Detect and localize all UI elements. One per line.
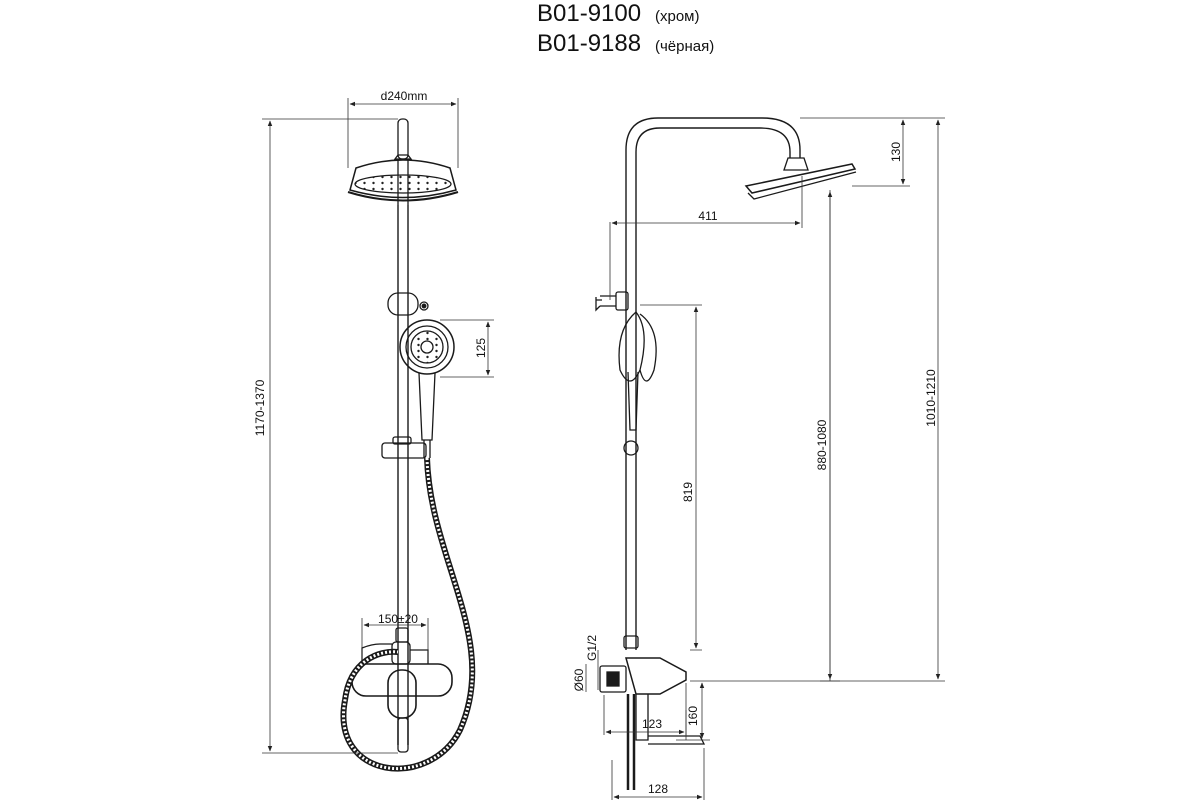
dim-mixer-spacing: 150±20 bbox=[378, 612, 418, 626]
front-dimensions bbox=[262, 98, 494, 754]
side-dimension-labels: 411 130 1010-1210 880-1080 819 G1/2 Ø60 … bbox=[572, 142, 938, 796]
side-view bbox=[595, 117, 857, 790]
rain-shower-head-side bbox=[744, 157, 857, 200]
front-top-pipe bbox=[397, 118, 409, 160]
mixer-front bbox=[351, 627, 453, 753]
dim-total-height: 1170-1370 bbox=[253, 379, 267, 436]
model-row-black: B01-9188 (чёрная) bbox=[537, 30, 714, 60]
model-variant: (чёрная) bbox=[655, 38, 715, 55]
dim-flange: Ø60 bbox=[572, 668, 586, 691]
model-code: B01-9100 bbox=[537, 0, 642, 27]
dim-head-diameter: d240mm bbox=[381, 89, 428, 103]
dim-arm-length: 411 bbox=[698, 209, 717, 223]
model-titles: B01-9100 (хром) B01-9188 (чёрная) bbox=[537, 0, 714, 60]
side-riser-outer bbox=[625, 117, 801, 650]
dim-hand-shower: 125 bbox=[474, 338, 488, 358]
flexible-hose-front bbox=[340, 457, 476, 772]
front-dimension-labels: d240mm 125 1170-1370 150±20 bbox=[253, 89, 488, 626]
front-view bbox=[340, 118, 476, 772]
rain-shower-head-front bbox=[347, 154, 459, 202]
dim-height-total: 1010-1210 bbox=[924, 369, 938, 427]
wall-bracket-side bbox=[595, 291, 629, 312]
hand-shower-holder-front bbox=[387, 292, 429, 316]
dim-spout-height: 160 bbox=[686, 706, 700, 726]
dim-spout-reach: 128 bbox=[648, 782, 668, 796]
slider-block-front bbox=[381, 436, 427, 459]
dim-rail-height: 819 bbox=[681, 482, 695, 502]
model-variant: (хром) bbox=[655, 8, 700, 25]
side-riser-inner bbox=[635, 127, 791, 650]
model-row-chrome: B01-9100 (хром) bbox=[537, 0, 714, 30]
model-code: B01-9188 bbox=[537, 30, 642, 57]
dim-thread: G1/2 bbox=[585, 635, 599, 661]
dim-height-head: 880-1080 bbox=[815, 419, 829, 470]
front-rail bbox=[397, 205, 409, 745]
dim-head-drop: 130 bbox=[889, 142, 903, 162]
dim-mixer-depth: 123 bbox=[642, 717, 662, 731]
hand-shower-side bbox=[618, 311, 657, 456]
side-dimensions bbox=[585, 117, 945, 800]
